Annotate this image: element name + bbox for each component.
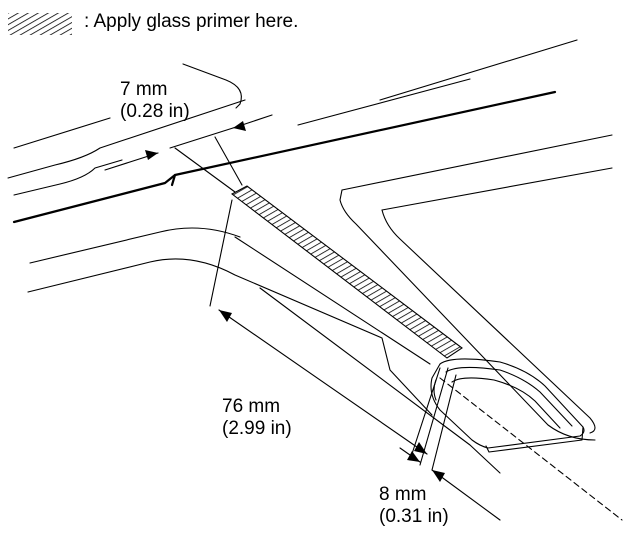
- dimension-label-8mm: 8 mm (0.31 in): [379, 484, 449, 528]
- primer-application-area: [230, 185, 463, 359]
- dimension-76mm-imperial: (2.99 in): [222, 418, 292, 439]
- legend-hatch-swatch: [8, 13, 72, 35]
- legend-caption: : Apply glass primer here.: [84, 11, 299, 32]
- frame-lower-lines: [27, 227, 501, 474]
- frame-panel-right: [339, 134, 613, 441]
- dimension-76mm-lines: [209, 199, 441, 461]
- roof-edge-line: [12, 90, 557, 224]
- dimension-7mm-lines: [104, 114, 273, 193]
- dimension-8mm-lines: [399, 367, 501, 521]
- dimension-arrowheads: [145, 121, 445, 482]
- dimension-label-76mm: 76 mm (2.99 in): [222, 396, 292, 440]
- body-outline-upper: [7, 39, 578, 196]
- center-dashed-line: [439, 377, 623, 521]
- dimension-7mm-metric: 7 mm: [120, 79, 168, 100]
- molding-end-pad: [430, 358, 585, 453]
- dimension-8mm-metric: 8 mm: [379, 484, 427, 505]
- dimension-label-7mm: 7 mm (0.28 in): [120, 79, 190, 123]
- dimension-76mm-metric: 76 mm: [222, 396, 281, 417]
- dimension-8mm-imperial: (0.31 in): [379, 506, 449, 527]
- dimension-7mm-imperial: (0.28 in): [120, 101, 190, 122]
